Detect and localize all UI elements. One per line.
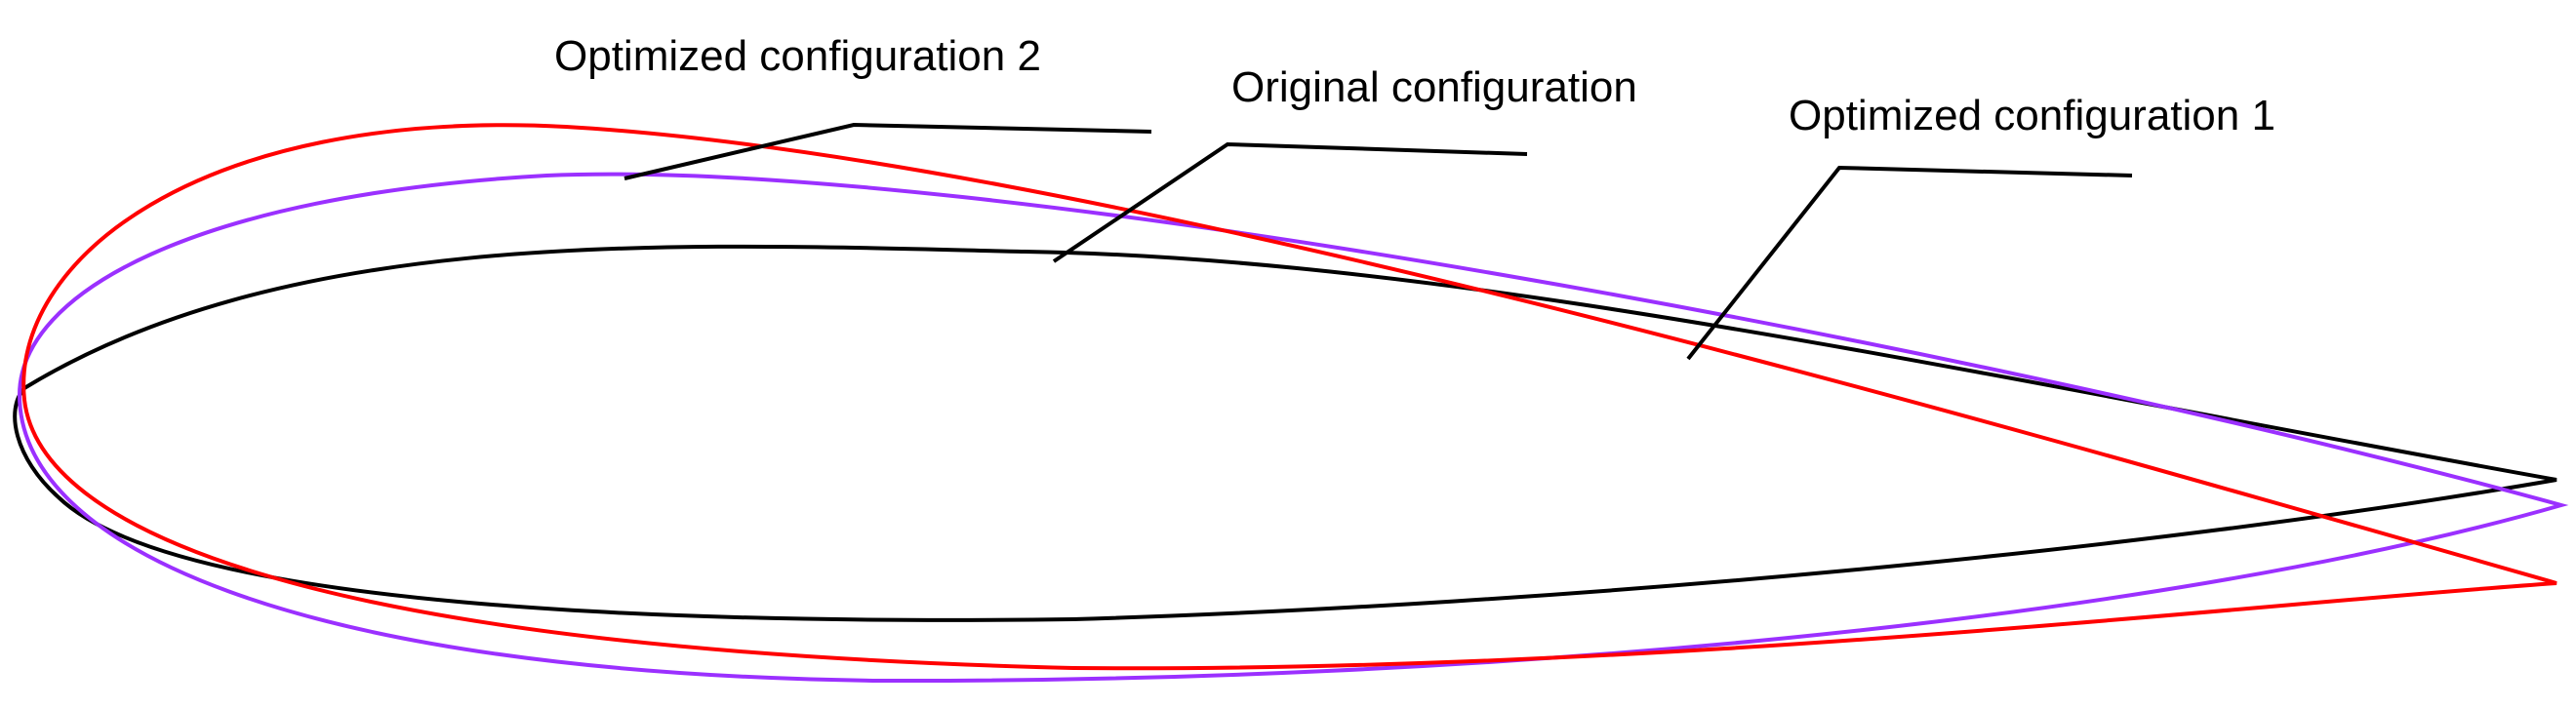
label-optimized-configuration-1: Optimized configuration 1 bbox=[1789, 92, 2275, 139]
label-original-configuration: Original configuration bbox=[1231, 63, 1637, 111]
label-optimized-configuration-2: Optimized configuration 2 bbox=[554, 32, 1041, 80]
original-airfoil-curve bbox=[13, 244, 2557, 622]
leader-line-optimized-configuration-1 bbox=[1686, 165, 2133, 361]
leader-line-optimized-configuration-2 bbox=[624, 122, 1152, 180]
optimized-configuration-1-curve bbox=[21, 123, 2557, 671]
optimized-configuration-2-curve bbox=[17, 172, 2569, 684]
leader-line-original-configuration bbox=[1052, 141, 1528, 263]
